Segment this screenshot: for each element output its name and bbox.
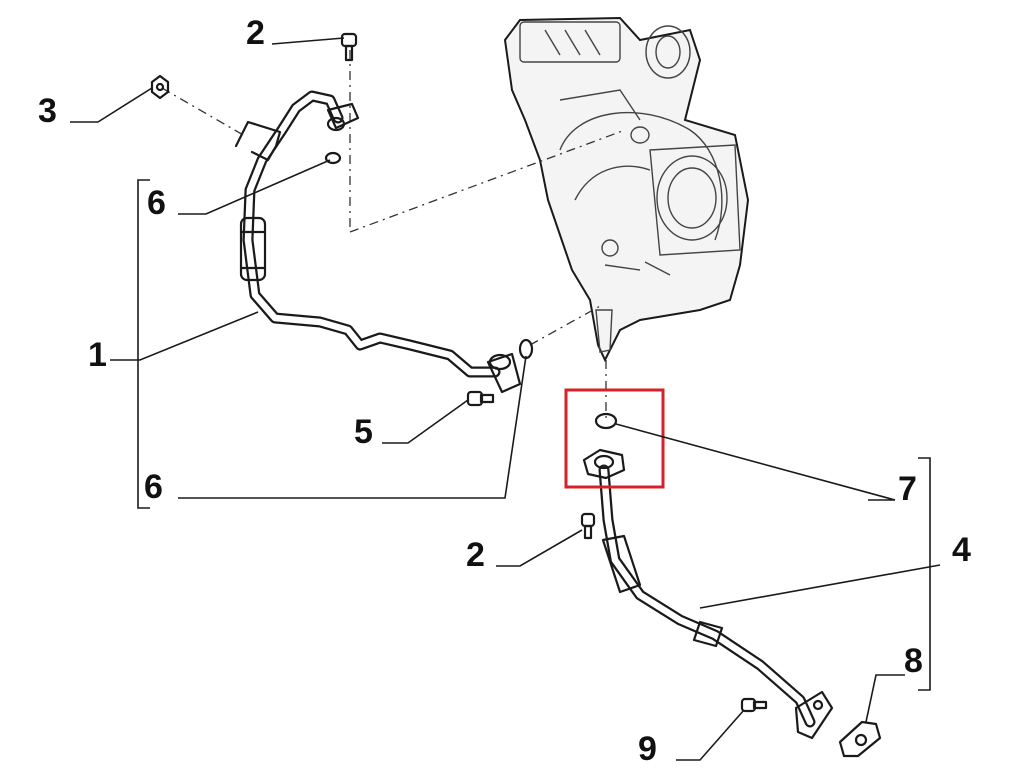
lower-seal-washer <box>518 338 534 360</box>
leader-lines <box>70 37 941 761</box>
highlight-box <box>564 388 665 489</box>
fasteners <box>150 32 768 713</box>
turbocharger-assembly <box>503 16 750 363</box>
callout-5: 5 <box>354 413 373 451</box>
callout-1: 1 <box>88 336 107 374</box>
callout-2-top: 2 <box>246 14 265 52</box>
upper-seal-washer <box>324 151 342 165</box>
oil-feed-pipe <box>234 90 522 394</box>
callout-3: 3 <box>38 92 57 130</box>
callout-7: 7 <box>898 470 917 508</box>
callout-4: 4 <box>952 531 971 569</box>
callout-6-lower: 6 <box>144 468 163 506</box>
callout-labels: 2 3 6 1 5 6 7 4 2 8 9 <box>38 14 971 768</box>
group-brackets <box>137 179 931 691</box>
callout-9: 9 <box>638 730 657 768</box>
nut <box>150 74 170 100</box>
bolt-lower <box>580 512 596 540</box>
drain-seal-ring <box>594 412 618 430</box>
oil-drain-pipe <box>582 448 834 740</box>
callout-8: 8 <box>904 642 923 680</box>
gasket <box>838 720 882 758</box>
callout-2-lower: 2 <box>466 536 485 574</box>
callout-6-upper: 6 <box>147 184 166 222</box>
bolt-mid <box>466 390 495 407</box>
bolt-bottom <box>740 697 768 713</box>
bolt-top <box>340 32 358 62</box>
